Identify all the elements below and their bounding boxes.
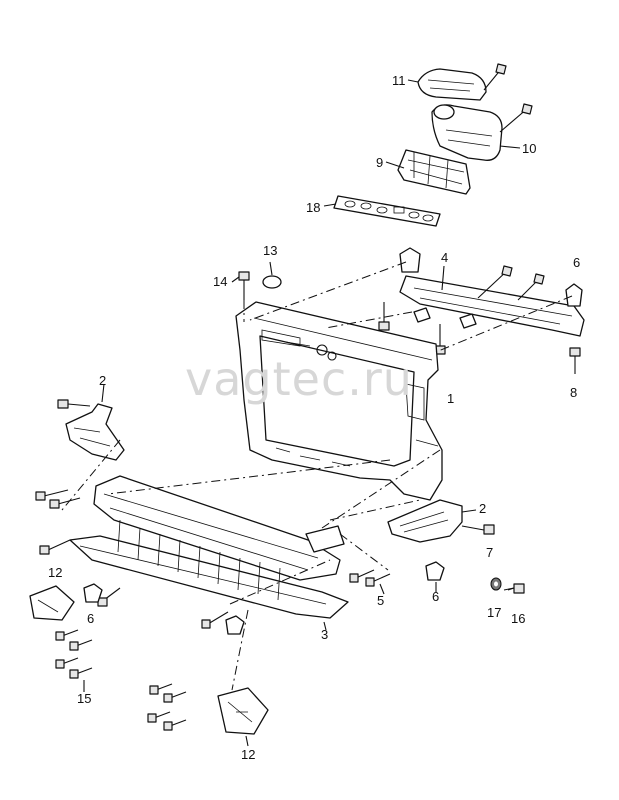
assembly-lines [61,261,573,691]
callout-13[interactable]: 13 [263,243,278,258]
callout-3[interactable]: 3 [321,627,329,642]
callout-2-left[interactable]: 2 [99,373,107,388]
clip-6-left[interactable] [83,583,103,603]
callout-1[interactable]: 1 [447,391,455,406]
part-14-screw[interactable] [231,271,250,300]
callout-7[interactable]: 7 [486,545,494,560]
part-12-guide-left[interactable] [29,585,75,621]
bolt-8[interactable] [569,347,581,374]
part-13-cap[interactable] [262,261,282,289]
part-17-washer[interactable] [490,577,502,591]
callout-12-left[interactable]: 12 [48,565,63,580]
bolt-7[interactable] [461,524,495,535]
callout-4[interactable]: 4 [441,250,449,265]
part-15-screws[interactable] [55,629,93,692]
callout-6-left[interactable]: 6 [87,611,95,626]
part-10-air-guide[interactable] [431,104,521,161]
bolts-upper[interactable] [378,265,545,355]
bolt-10[interactable] [499,103,533,133]
part-16-bolt[interactable] [503,583,525,594]
part-12-guide-bottom[interactable] [217,687,269,747]
callout-17[interactable]: 17 [487,605,502,620]
callout-6-right[interactable]: 6 [432,589,440,604]
part-5-screws[interactable] [349,569,391,595]
clip-6-upper[interactable] [565,283,583,307]
screws-center[interactable] [147,611,229,731]
part-18-seal[interactable] [323,195,441,227]
part-1-lock-carrier[interactable] [235,301,443,501]
part-2-bracket-left[interactable] [65,383,125,461]
callout-18[interactable]: 18 [306,200,321,215]
clip-4[interactable] [399,247,421,273]
callout-2-right[interactable]: 2 [479,501,487,516]
callout-6-upper[interactable]: 6 [573,255,581,270]
callout-11[interactable]: 11 [392,73,406,88]
callout-9[interactable]: 9 [376,155,384,170]
callout-16[interactable]: 16 [511,611,526,626]
callout-5[interactable]: 5 [377,593,385,608]
part-2-bracket-right[interactable] [387,499,477,543]
callout-15[interactable]: 15 [77,691,92,706]
clip-6-right[interactable] [425,561,445,592]
bolt-11[interactable] [483,63,507,91]
bolt-2-left[interactable] [57,399,91,409]
watermark: vagtec.ru [185,352,413,406]
callout-8[interactable]: 8 [570,385,578,400]
callout-12-bottom[interactable]: 12 [241,747,256,762]
screws-left[interactable] [35,489,121,607]
part-11-air-duct-upper[interactable] [407,68,487,101]
part-9-air-guide-bracket[interactable] [385,149,471,195]
callout-14[interactable]: 14 [213,274,228,289]
clip-center[interactable] [225,615,245,635]
part-4-cross-member[interactable] [399,265,585,337]
callout-10[interactable]: 10 [522,141,537,156]
part-3-lower-cross-member[interactable] [69,475,349,631]
